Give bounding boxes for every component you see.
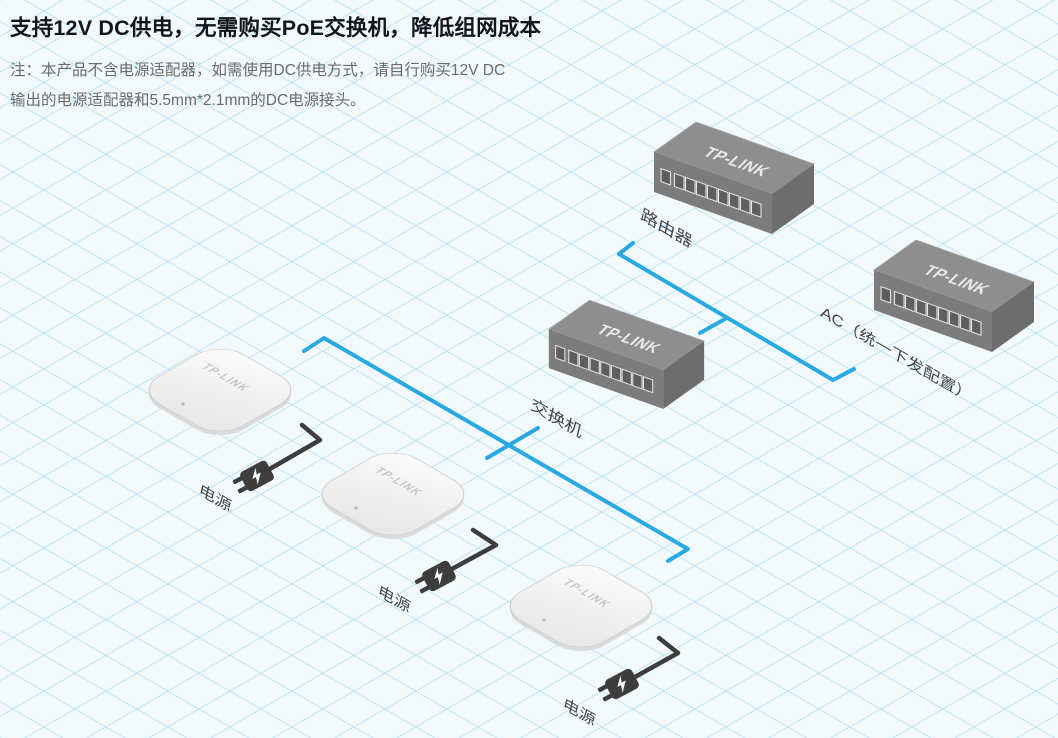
ap1-power-label: 电源 xyxy=(197,482,233,516)
product-note-line1: 注：本产品不含电源适配器，如需使用DC供电方式，请自行购买12V DC xyxy=(10,62,506,79)
power-plug-icon xyxy=(414,560,456,594)
ap-led-dot xyxy=(354,506,358,510)
trunk-switch-cross-tick xyxy=(485,426,540,460)
product-note-line2: 输出的电源适配器和5.5mm*2.1mm的DC电源接头。 xyxy=(10,92,366,109)
switch-device: TP-LINK xyxy=(543,299,708,418)
ap-led-dot xyxy=(181,402,185,406)
ap-led-dot xyxy=(542,618,546,622)
page-title: 支持12V DC供电，无需购买PoE交换机，降低组网成本 xyxy=(10,16,542,40)
lightning-bolt-icon xyxy=(252,467,261,485)
power-plug-icon xyxy=(232,460,274,494)
access-point-3: TP-LINK xyxy=(494,556,668,665)
product-note: 注：本产品不含电源适配器，如需使用DC供电方式，请自行购买12V DC 输出的电… xyxy=(10,56,505,116)
access-point-icon: TP-LINK xyxy=(148,348,292,435)
ac-controller-icon: TP-LINK xyxy=(873,239,1035,352)
access-point-icon: TP-LINK xyxy=(321,452,465,539)
access-point-2: TP-LINK xyxy=(306,444,480,553)
ap3-power-label: 电源 xyxy=(561,696,597,730)
lightning-bolt-icon xyxy=(434,567,443,585)
switch-icon: TP-LINK xyxy=(547,299,705,409)
ac-controller-device: TP-LINK xyxy=(868,239,1038,361)
ap2-power-label: 电源 xyxy=(376,583,412,617)
router-icon: TP-LINK xyxy=(653,121,815,234)
power-plug-icon xyxy=(597,668,639,702)
router-device: TP-LINK xyxy=(648,121,818,243)
access-point-icon: TP-LINK xyxy=(509,564,653,651)
lightning-bolt-icon xyxy=(617,675,626,693)
access-point-1: TP-LINK xyxy=(133,340,307,449)
